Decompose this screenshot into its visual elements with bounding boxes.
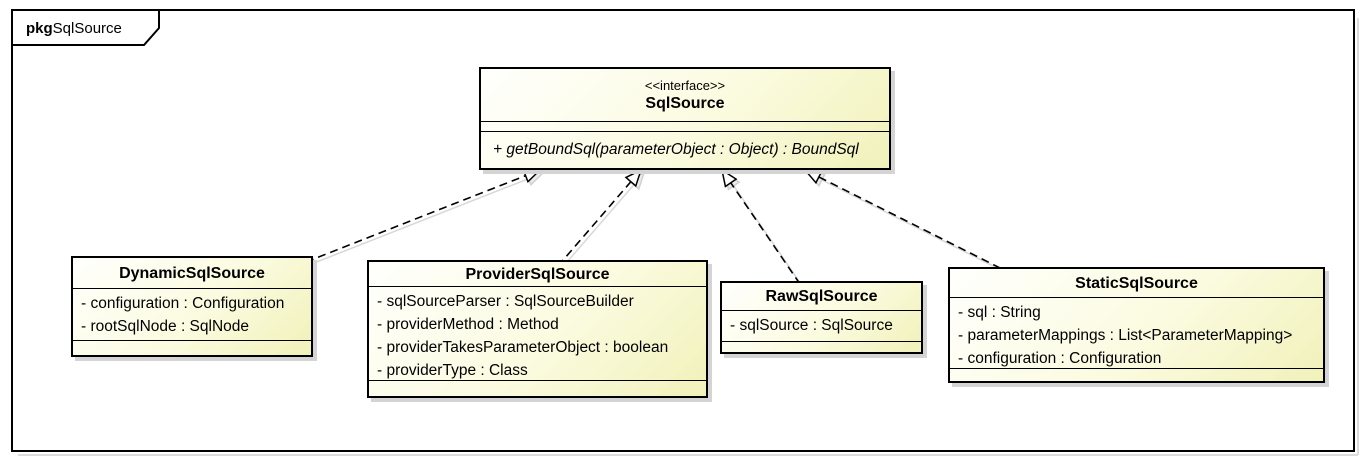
interface-method: + getBoundSql(parameterObject : Object) … [493, 141, 859, 158]
class-box-providersqlsource: ProviderSqlSource - sqlSourceParser : Sq… [367, 260, 708, 398]
class-methods-compartment [950, 369, 1323, 381]
class-attributes-compartment: - sqlSourceParser : SqlSourceBuilder - p… [369, 287, 706, 381]
class-header: StaticSqlSource [950, 269, 1323, 298]
class-attribute: - providerType : Class [377, 362, 528, 379]
arrow-shadow-static [806, 172, 1016, 278]
package-tab-label: pkgSqlSource [26, 20, 122, 37]
class-box-rawsqlsource: RawSqlSource - sqlSource : SqlSource [720, 281, 923, 354]
class-name: DynamicSqlSource [119, 264, 265, 282]
interface-box-sqlsource: <<interface>> SqlSource + getBoundSql(pa… [479, 67, 891, 170]
package-frame-border [11, 9, 1355, 452]
realization-arrow-provider [557, 168, 643, 267]
class-name: ProviderSqlSource [465, 265, 610, 283]
class-attribute: - sqlSourceParser : SqlSourceBuilder [377, 293, 634, 310]
class-name: StaticSqlSource [1075, 274, 1198, 292]
arrow-shadow-dynamic [308, 171, 545, 266]
class-attribute: - rootSqlNode : SqlNode [81, 318, 250, 335]
class-methods-compartment [73, 341, 311, 355]
realization-arrow-raw [720, 168, 801, 285]
package-tab-shape [11, 9, 160, 46]
class-attributes-compartment: - sqlSource : SqlSource [722, 311, 921, 342]
realization-arrow-static [803, 169, 1013, 275]
class-header: ProviderSqlSource [369, 262, 706, 287]
class-attribute: - providerMethod : Method [377, 316, 559, 333]
class-box-staticsqlsource: StaticSqlSource - sql : String - paramet… [948, 267, 1325, 383]
class-methods-compartment [722, 342, 921, 352]
class-methods-compartment [369, 381, 706, 396]
class-header: DynamicSqlSource [73, 258, 311, 289]
class-attribute: - configuration : Configuration [81, 295, 285, 312]
class-header: RawSqlSource [722, 283, 921, 311]
interface-header: <<interface>> SqlSource [481, 69, 889, 122]
package-name: SqlSource [52, 20, 122, 37]
realization-arrows [305, 168, 1013, 285]
interface-name: SqlSource [645, 95, 725, 112]
class-attribute: - sql : String [958, 304, 1041, 321]
arrow-shadow-provider [560, 171, 646, 270]
interface-stereotype: <<interface>> [644, 78, 726, 93]
class-attribute: - sqlSource : SqlSource [730, 317, 893, 334]
class-attributes-compartment: - sql : String - parameterMappings : Lis… [950, 298, 1323, 369]
class-attributes-compartment: - configuration : Configuration - rootSq… [73, 289, 311, 341]
class-attribute: - configuration : Configuration [958, 350, 1162, 367]
interface-methods-compartment: + getBoundSql(parameterObject : Object) … [481, 132, 889, 168]
realization-arrow-dynamic [305, 168, 542, 263]
package-keyword: pkg [26, 20, 53, 37]
class-attribute: - parameterMappings : List<ParameterMapp… [958, 327, 1293, 344]
class-box-dynamicsqlsource: DynamicSqlSource - configuration : Confi… [71, 256, 313, 357]
interface-attributes-compartment [481, 122, 889, 132]
class-attribute: - providerTakesParameterObject : boolean [377, 339, 669, 356]
class-name: RawSqlSource [765, 288, 878, 305]
